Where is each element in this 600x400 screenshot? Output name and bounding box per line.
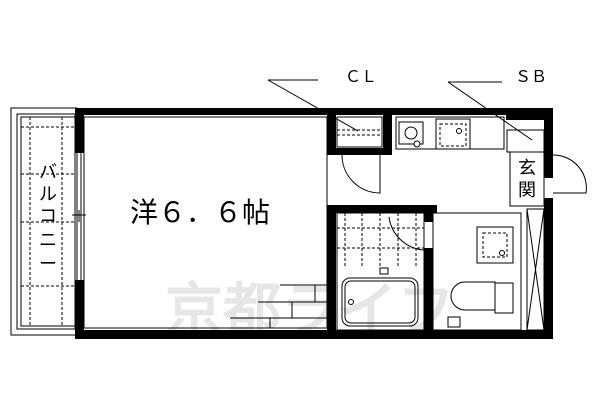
balcony-label: バ ル コ ニ ー xyxy=(39,162,57,275)
bathroom xyxy=(336,212,425,331)
entrance: 玄 関 xyxy=(509,151,587,207)
svg-text:コ: コ xyxy=(39,206,57,227)
walls xyxy=(75,108,553,339)
closet-label: ＣＬ xyxy=(345,67,377,86)
svg-text:玄: 玄 xyxy=(518,158,536,179)
kitchen xyxy=(395,116,505,150)
toilet-room xyxy=(432,212,522,331)
svg-text:バ: バ xyxy=(39,162,57,183)
svg-text:ル: ル xyxy=(39,184,57,205)
flooring-pattern xyxy=(230,284,327,328)
svg-text:ー: ー xyxy=(39,254,57,275)
closet xyxy=(336,116,383,194)
svg-text:ニ: ニ xyxy=(39,230,57,251)
main-room-label: 洋６．６帖 xyxy=(130,196,270,229)
balcony xyxy=(10,107,78,336)
svg-text:関: 関 xyxy=(518,180,536,201)
storage xyxy=(526,208,545,331)
shoe-box-label: ＳＢ xyxy=(515,67,547,86)
